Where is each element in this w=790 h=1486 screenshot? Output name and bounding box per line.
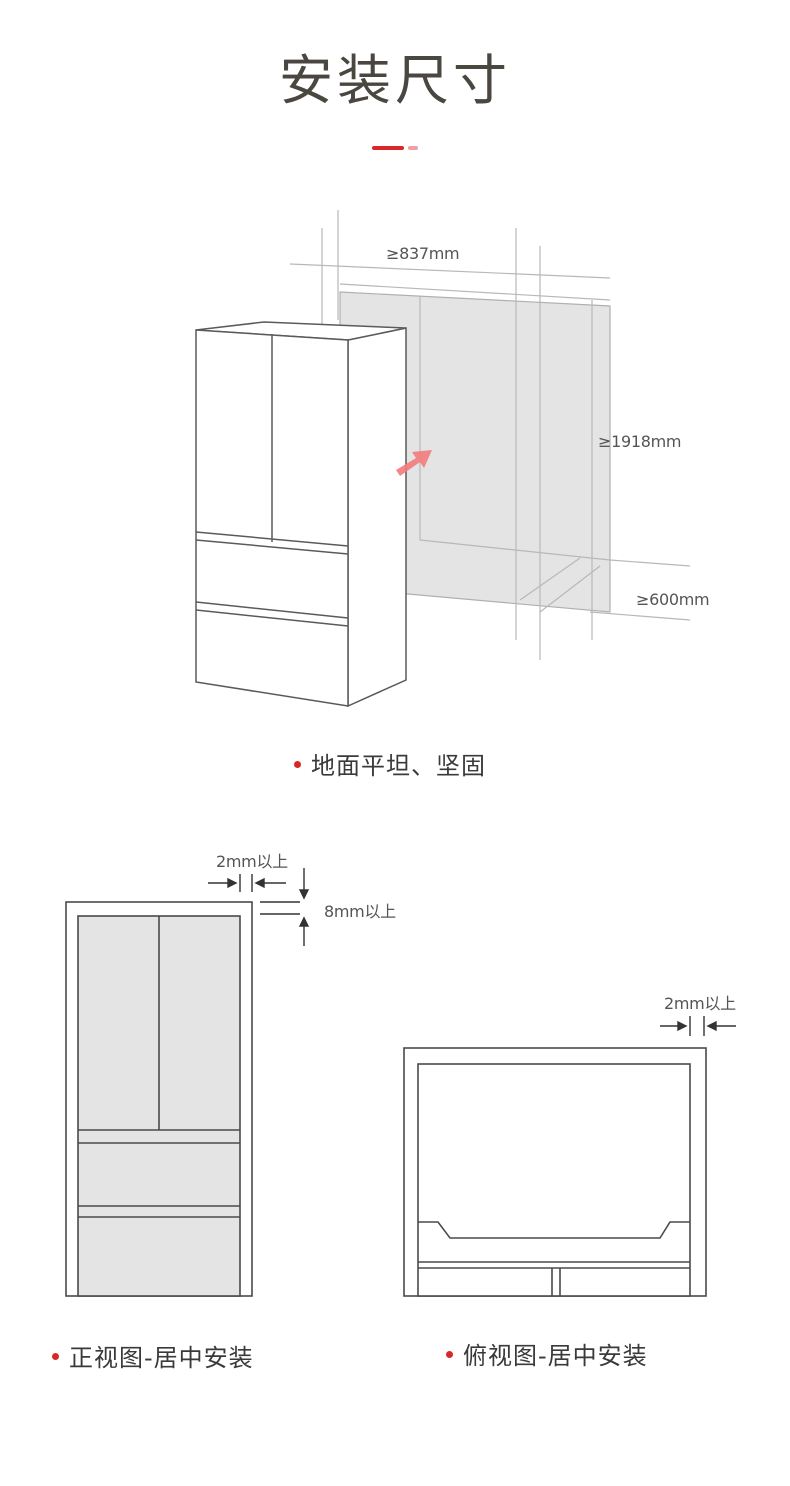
top-view-side-gap-indicator	[660, 1016, 736, 1036]
top-gap-indicator	[260, 868, 310, 946]
front-top-gap-label: 8mm以上	[324, 902, 396, 921]
caption-floor-flat: 地面平坦、坚固	[294, 746, 486, 781]
depth-dimension-label: ≥600mm	[636, 590, 710, 609]
side-gap-indicator	[208, 874, 286, 892]
bullet-icon	[446, 1350, 453, 1358]
caption-front-view-text: 正视图-居中安装	[69, 1344, 254, 1372]
cabinet-niche	[289, 210, 691, 660]
page-title: 安装尺寸	[279, 49, 511, 112]
caption-floor-flat-text: 地面平坦、坚固	[311, 752, 486, 780]
caption-top-view-text: 俯视图-居中安装	[463, 1342, 648, 1370]
caption-front-view: 正视图-居中安装	[52, 1338, 254, 1373]
bullet-icon	[52, 1352, 59, 1360]
height-dimension-label: ≥1918mm	[598, 432, 682, 451]
front-side-gap-label: 2mm以上	[216, 852, 288, 871]
top-side-gap-label: 2mm以上	[664, 994, 736, 1013]
title-underline-decoration	[372, 146, 420, 152]
refrigerator-3d	[195, 321, 407, 708]
bullet-icon	[294, 760, 301, 768]
arrow-up-right-icon	[396, 450, 432, 476]
caption-top-view: 俯视图-居中安装	[446, 1336, 648, 1371]
width-dimension-label: ≥837mm	[386, 244, 460, 263]
